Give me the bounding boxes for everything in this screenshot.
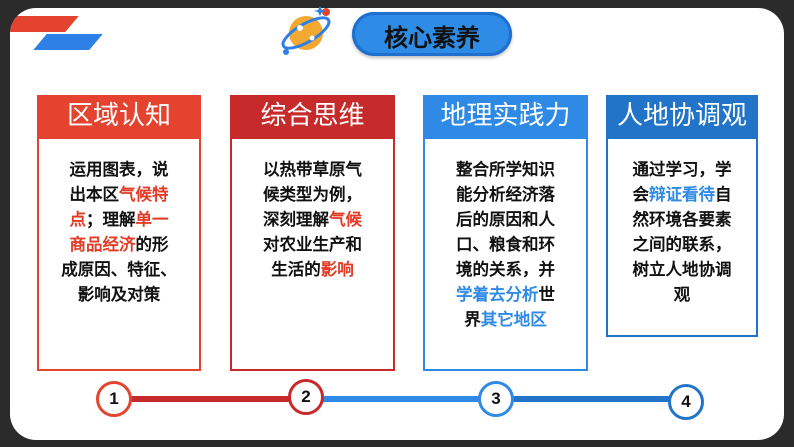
header-regional-cognition: 区域认知 [37,95,201,137]
body-text: 以热带草原气 [263,160,362,179]
body-text: 世 [538,285,556,304]
body-text: 之间的联系， [632,235,732,254]
highlight-text: 学着去分析 [456,285,539,304]
highlight-text: 气候 [329,210,362,229]
highlight-text: 影响 [320,260,354,279]
card-text-line: 整合所学知识 [425,157,586,182]
body-text: 通过学习，学 [632,160,732,179]
decor-stripe-red [10,16,79,32]
card-human-earth: 通过学习，学会辩证看待自然环境各要素之间的联系，树立人地协调观 [606,137,758,337]
body-text: 的形 [135,235,169,254]
card-text-line: 后的原因和人 [425,207,586,232]
card-text-line: 深刻理解气候 [232,207,393,232]
step-number: 3 [491,389,501,408]
body-text: 境的关系，并 [456,260,555,279]
step-number: 1 [109,389,119,408]
card-geo-practice: 整合所学知识能分析经济落后的原因和人口、粮食和环境的关系，并学着去分析世界其它地… [423,137,588,371]
card-text-line: 影响及对策 [39,282,199,307]
card-text-line: 出本区气候特 [39,182,199,207]
card-text-line: 之间的联系， [608,232,756,257]
highlight-text: 单一 [135,210,169,229]
header-geo-practice: 地理实践力 [423,95,588,137]
body-text: 候类型为例， [263,185,362,204]
header-label: 人地协调观 [616,101,747,131]
highlight-text: 商品经济 [69,235,136,254]
card-text-line: 观 [608,282,756,307]
card-text-line: 会辩证看待自 [608,182,756,207]
highlight-text: 其它地区 [480,310,547,329]
step-number: 4 [681,392,691,411]
card-text-line: 然环境各要素 [608,207,756,232]
card-text-line: 能分析经济落 [425,182,586,207]
decor-stripe-blue [33,34,103,50]
card-text-line: 界其它地区 [425,307,586,332]
card-text-line: 通过学习，学 [608,157,756,182]
timeline-segment-1 [130,396,290,402]
step-2-marker: 2 [288,379,324,415]
page-title: 核心素养 [384,24,480,52]
card-regional-cognition: 运用图表，说出本区气候特点；理解单一商品经济的形成原因、特征、影响及对策 [37,137,201,371]
card-text-line: 以热带草原气 [232,157,393,182]
body-text: 自 [715,185,732,204]
title-pill: 核心素养 [352,12,512,56]
body-text: 出本区 [69,185,120,204]
body-text: 整合所学知识 [456,160,555,179]
step-4-marker: 4 [668,384,704,420]
header-label: 地理实践力 [440,101,571,131]
step-3-marker: 3 [478,381,514,417]
body-text: 观 [673,285,691,304]
card-text-line: 树立人地协调 [608,257,756,282]
card-text-line: 口、粮食和环 [425,232,586,257]
body-text: 生活的 [271,260,321,279]
body-text: 深刻理解 [263,210,329,229]
body-text: 口、粮食和环 [456,235,555,254]
header-integrated-thinking: 综合思维 [230,95,395,137]
card-text-line: 点；理解单一 [39,207,199,232]
timeline-segment-2 [322,396,482,402]
step-number: 2 [301,387,311,406]
card-integrated-thinking: 以热带草原气候类型为例， 深刻理解气候对农业生产和生活的影响 [230,137,395,371]
body-text: 能分析经济落 [456,185,555,204]
highlight-text: 气候特 [119,185,169,204]
card-text-line: 学着去分析世 [425,282,586,307]
card-text-line: 成原因、特征、 [39,257,199,282]
body-text: 树立人地协调 [632,260,732,279]
body-text: 然环境各要素 [632,210,732,229]
card-text-line: 候类型为例， [232,182,393,207]
body-text: 后的原因和人 [456,210,555,229]
card-text-line: 境的关系，并 [425,257,586,282]
header-label: 综合思维 [260,101,365,131]
highlight-text: 点 [69,210,87,229]
card-text-line: 对农业生产和 [232,232,393,257]
header-human-earth: 人地协调观 [606,95,758,137]
body-text: 会 [632,185,650,204]
body-text: 影响及对策 [77,285,161,304]
timeline-segment-3 [512,396,672,402]
header-label: 区域认知 [66,101,171,131]
highlight-text: 辩证看待 [649,185,715,204]
body-text: 运用图表，说 [69,160,169,179]
card-text-line: 商品经济的形 [39,232,199,257]
body-text: 对农业生产和 [263,235,362,254]
card-text-line: 生活的影响 [232,257,393,282]
body-text: 成原因、特征、 [61,260,177,279]
body-text: 界 [464,310,481,329]
card-text-line: 运用图表，说 [39,157,199,182]
planet-icon [281,6,331,55]
step-1-marker: 1 [96,381,132,417]
body-text: ；理解 [86,210,136,229]
